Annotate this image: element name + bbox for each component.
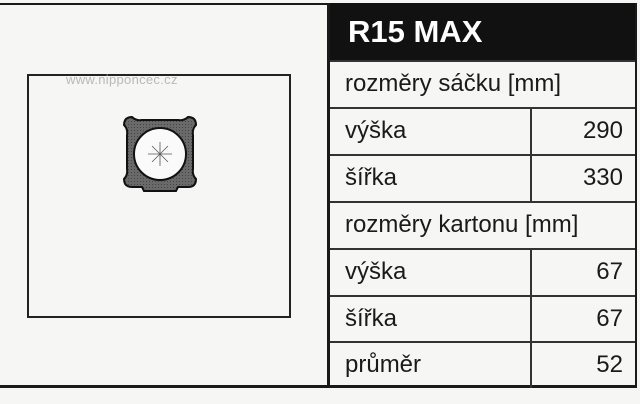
table-row: průměr 52 (330, 341, 635, 388)
table-row: šířka 67 (330, 295, 635, 342)
section-heading-label: rozměry kartonu [mm] (345, 211, 579, 238)
row-label: výška (345, 258, 407, 285)
section-heading-carton: rozměry kartonu [mm] (330, 201, 635, 248)
row-label: šířka (345, 164, 398, 191)
frame-top-border (0, 3, 637, 5)
table-row: šířka 330 (330, 154, 635, 201)
section-heading-bag: rozměry sáčku [mm] (330, 60, 635, 107)
spec-table: R15 MAX rozměry sáčku [mm] výška 290 šíř… (327, 3, 637, 388)
row-value: 290 (530, 109, 635, 154)
row-label: výška (345, 117, 407, 144)
bag-outline (27, 74, 291, 318)
row-label: průměr (345, 351, 422, 378)
frame-bottom-border (0, 385, 637, 388)
row-value: 67 (530, 250, 635, 295)
bag-collar-icon (122, 115, 198, 192)
watermark: www.nipponcec.cz (66, 72, 178, 87)
row-value: 330 (530, 156, 635, 201)
row-value: 67 (530, 297, 635, 342)
row-value: 52 (530, 343, 635, 388)
section-heading-label: rozměry sáčku [mm] (345, 70, 562, 97)
product-title: R15 MAX (330, 3, 635, 60)
table-row: výška 67 (330, 248, 635, 295)
row-label: šířka (345, 305, 398, 332)
table-row: výška 290 (330, 107, 635, 154)
